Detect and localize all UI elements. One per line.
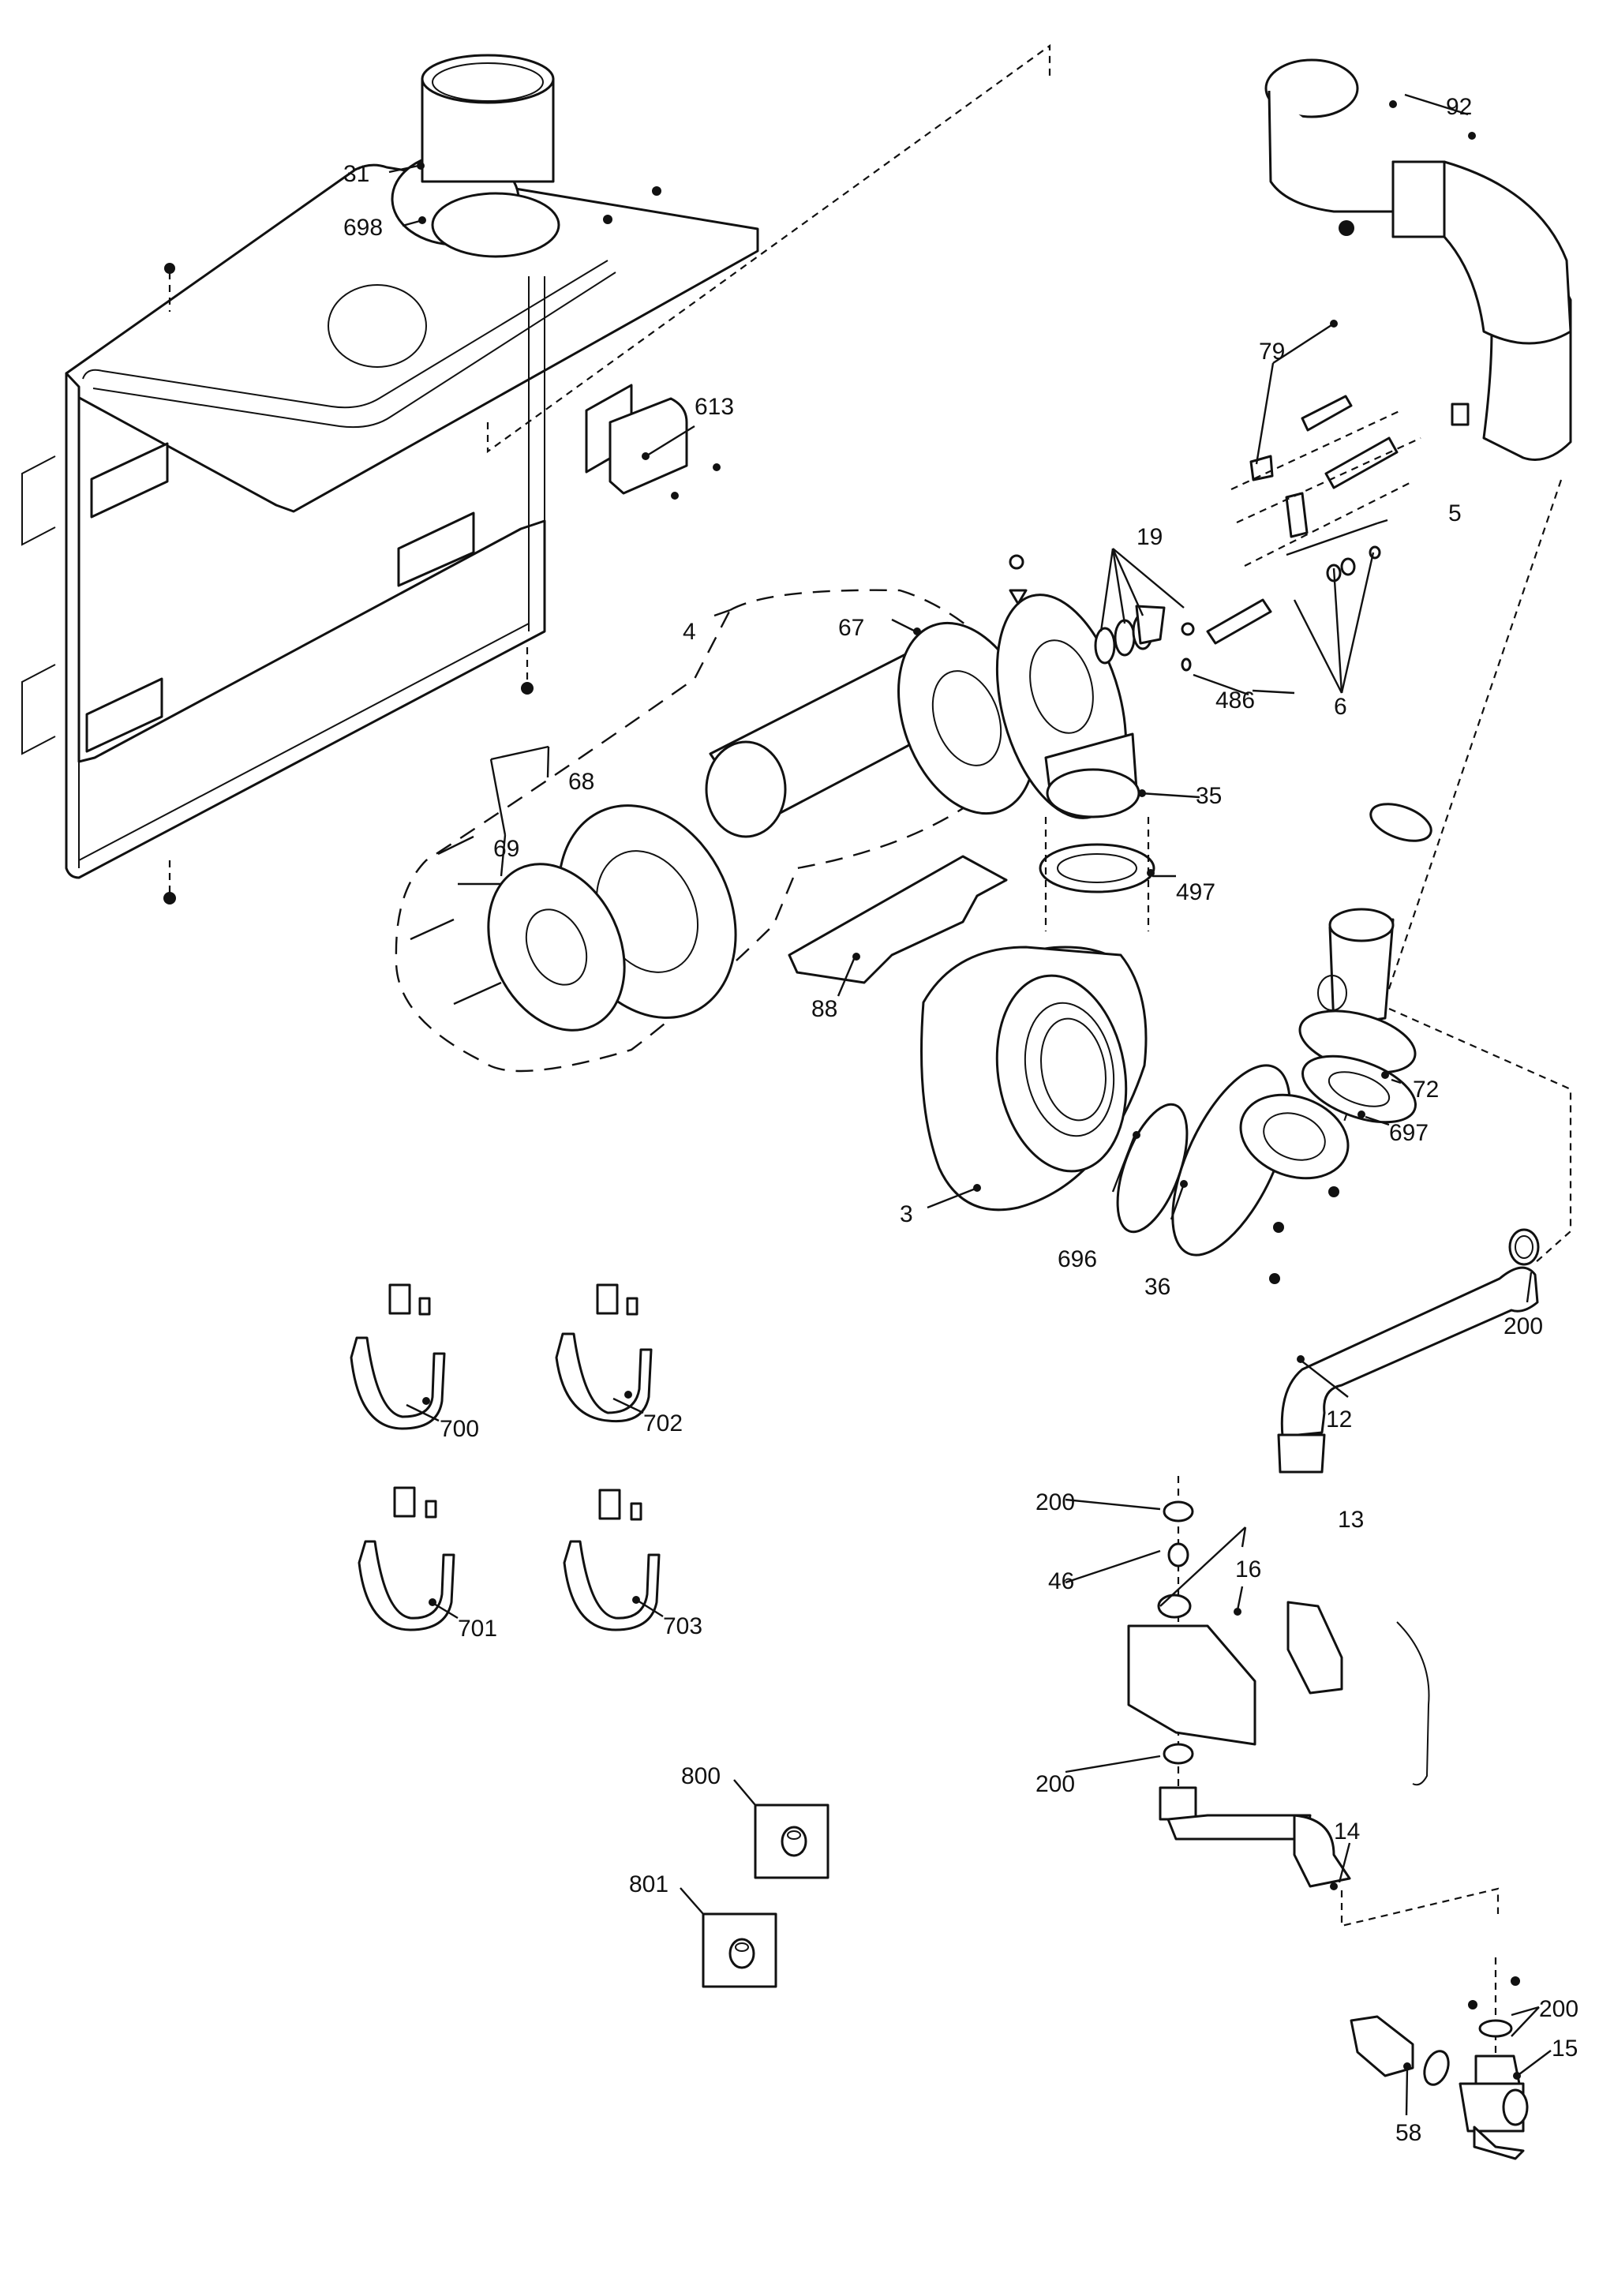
gas-restrictor xyxy=(1167,1542,1189,1567)
callout-35: 35 xyxy=(1196,783,1222,809)
callout-92: 92 xyxy=(1446,94,1472,120)
callout-200-b: 200 xyxy=(1035,1489,1075,1515)
gas-inlet-pipe xyxy=(1159,1786,1351,1888)
callout-79: 79 xyxy=(1259,339,1285,365)
callout-88: 88 xyxy=(811,996,837,1022)
sight-glass-kit xyxy=(1094,545,1381,672)
screw-icon xyxy=(1468,2000,1477,2009)
callout-16: 16 xyxy=(1235,1556,1261,1582)
callout-700: 700 xyxy=(440,1416,479,1442)
burner-door xyxy=(995,554,1140,819)
callout-703: 703 xyxy=(663,1613,702,1639)
venturi xyxy=(1298,908,1417,1124)
callout-46: 46 xyxy=(1048,1568,1074,1594)
air-inlet-elbow xyxy=(1171,1064,1350,1284)
callout-12: 12 xyxy=(1326,1406,1352,1433)
fan xyxy=(920,946,1148,1212)
sealing-washer xyxy=(1163,1500,1194,1523)
callout-69: 69 xyxy=(493,836,519,862)
callout-702: 702 xyxy=(643,1410,683,1436)
callout-697: 697 xyxy=(1389,1120,1429,1146)
leader-lines xyxy=(388,93,1552,2116)
callout-6: 6 xyxy=(1334,694,1347,720)
gas-valve xyxy=(1127,1624,1256,1746)
screw-icon xyxy=(453,981,502,1006)
callout-15: 15 xyxy=(1552,2036,1578,2062)
gas-valve-stack xyxy=(1127,1476,1430,1807)
callout-696: 696 xyxy=(1058,1246,1097,1272)
callout-68: 68 xyxy=(568,769,594,795)
compression-nut xyxy=(1350,2015,1414,2077)
harness-702 xyxy=(555,1332,653,1423)
callout-497: 497 xyxy=(1176,879,1215,905)
callout-67: 67 xyxy=(838,615,864,641)
screw-icon xyxy=(164,263,175,274)
boiler-casing xyxy=(21,163,759,905)
screw-icon xyxy=(521,682,534,695)
callout-200-d: 200 xyxy=(1539,1996,1578,2022)
callout-801: 801 xyxy=(629,1871,668,1897)
harness-701 xyxy=(358,1540,455,1631)
screw-icon xyxy=(1511,1976,1520,1986)
gas-pipe xyxy=(1277,1228,1540,1474)
harness-700 xyxy=(350,1336,446,1430)
callout-58: 58 xyxy=(1395,2120,1421,2146)
hose-clamp xyxy=(1369,803,1432,842)
restrictor-inserts xyxy=(702,1803,829,1988)
heat-shield xyxy=(788,855,1008,984)
callout-3: 3 xyxy=(900,1201,913,1227)
electrode-kits xyxy=(1230,395,1470,567)
callout-701: 701 xyxy=(458,1616,497,1642)
wall-bracket xyxy=(397,511,475,587)
transformer-module xyxy=(585,384,721,500)
callout-36: 36 xyxy=(1144,1274,1170,1300)
callout-5: 5 xyxy=(1448,500,1462,526)
screw-icon xyxy=(163,892,176,905)
valve-connector xyxy=(1286,1601,1343,1695)
callout-19: 19 xyxy=(1137,524,1163,550)
callout-200-a: 200 xyxy=(1504,1313,1543,1339)
callout-800: 800 xyxy=(681,1763,721,1789)
screw-icon xyxy=(652,186,661,196)
flue-elbow-pipe xyxy=(1264,58,1572,461)
screw-icon xyxy=(603,215,612,224)
callout-613: 613 xyxy=(695,394,734,420)
callout-labels: 31 698 613 92 79 5 19 486 6 4 67 35 68 6… xyxy=(343,94,1578,2146)
callout-200-c: 200 xyxy=(1035,1771,1075,1797)
sealing-washer xyxy=(1163,1743,1194,1765)
screw-icon xyxy=(437,835,474,856)
wiring-harnesses xyxy=(350,1283,661,1631)
harness-703 xyxy=(563,1540,661,1631)
casing-hole xyxy=(328,284,427,368)
screw-icon xyxy=(410,918,455,941)
callout-4: 4 xyxy=(683,619,696,645)
wall-bracket xyxy=(85,677,163,753)
flue-nut-icon xyxy=(1339,220,1354,236)
callout-698: 698 xyxy=(343,215,383,241)
fan-gasket xyxy=(1039,817,1155,931)
wall-bracket xyxy=(90,442,169,519)
callout-72: 72 xyxy=(1413,1077,1439,1103)
callout-14: 14 xyxy=(1334,1818,1360,1845)
sealing-washer xyxy=(1478,2019,1513,2038)
flue-adaptor xyxy=(391,54,560,258)
callout-31: 31 xyxy=(343,161,369,187)
callout-486: 486 xyxy=(1215,687,1255,714)
callout-13: 13 xyxy=(1338,1507,1364,1533)
gas-cock xyxy=(1350,1957,1529,2160)
